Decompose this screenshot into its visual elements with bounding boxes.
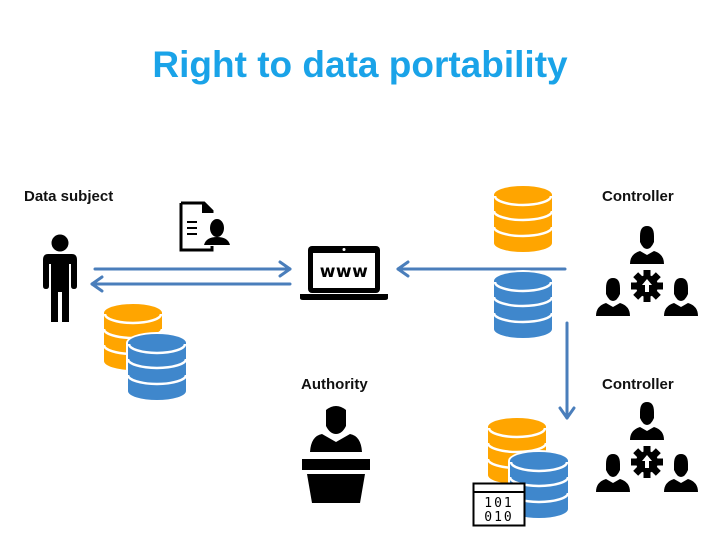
group-gear-icon[interactable] [596,224,698,320]
gear-icon [631,270,663,302]
database-controller-blue [492,270,554,340]
laptop-www-icon[interactable]: www [298,243,390,303]
authority-label: Authority [301,376,368,393]
binary-file-icon: 101 010 [472,482,526,527]
page-title: Right to data portability [152,44,568,85]
personal-document-icon [179,201,230,252]
database-controller-orange [492,184,554,254]
group-gear-icon[interactable] [596,400,698,496]
gear-icon [631,446,663,478]
person-left-icon [596,278,630,316]
person-top-icon [630,226,664,264]
database-blue-icon [126,332,188,402]
binary-line-2: 010 [484,510,513,525]
person-icon [43,234,77,322]
controller-top-label: Controller [602,188,674,205]
database-blue-icon [492,270,554,340]
database-orange-icon [492,184,554,254]
arrow-controller-to-controller [558,321,576,420]
person-right-icon [664,454,698,492]
www-text: www [320,262,369,282]
binary-line-1: 101 [484,496,513,511]
controller-bottom-label: Controller [602,376,674,393]
arrow-portal-to-subject [90,275,292,293]
person-right-icon [664,278,698,316]
database-pair-subject [102,302,188,402]
arrow-controller-to-portal [396,260,567,278]
arrow-subject-to-portal [93,260,292,278]
speaker-podium-icon [302,406,370,503]
person-left-icon [596,454,630,492]
person-top-icon [630,402,664,440]
data-subject-label: Data subject [24,188,114,205]
